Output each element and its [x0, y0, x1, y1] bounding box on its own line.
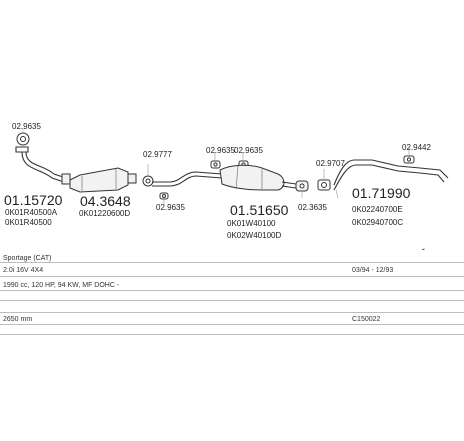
rubber-hanger-drawing	[210, 160, 221, 169]
part-number-p3: 04.3648	[80, 193, 131, 209]
table-rule	[0, 312, 464, 313]
gasket-part-drawing	[142, 175, 154, 187]
part-number-p1: 02.9635	[12, 122, 41, 131]
part-number-p5: 02.9635	[156, 203, 185, 212]
part-code-p12-b: 0K02940700C	[352, 218, 403, 227]
table-rule	[0, 290, 464, 291]
vehicle-years: 03/94 - 12/93	[352, 267, 394, 274]
part-number-p6: 02.9635	[206, 146, 235, 155]
part-number-p8: 01.51650	[230, 202, 289, 218]
vehicle-model: Sportage (CAT)	[3, 255, 52, 262]
tail-tip-detail-icon	[421, 248, 425, 250]
part-code-p8-a: 0K01W40100	[227, 219, 276, 228]
table-rule	[0, 324, 464, 325]
middle-silencer-drawing	[152, 164, 297, 191]
part-code-p2-b: 0K01R40500	[5, 218, 52, 227]
vehicle-engine: 2.0i 16V 4X4	[3, 267, 44, 274]
part-code-p12-a: 0K02240700E	[352, 205, 403, 214]
clamp-drawing	[295, 180, 309, 192]
vehicle-specs: 1990 cc, 120 HP, 94 KW, MF DOHC -	[3, 282, 120, 289]
part-number-p7: 02.9635	[234, 146, 263, 155]
gasket-part-drawing	[317, 179, 331, 191]
part-number-p12: 01.71990	[352, 185, 411, 201]
table-rule	[0, 276, 464, 277]
front-pipe-part-drawing	[15, 146, 71, 185]
part-code-p8-b: 0K02W40100D	[227, 231, 281, 240]
part-number-p10: 02.9707	[316, 159, 345, 168]
rear-pipe-drawing	[333, 159, 449, 199]
rubber-hanger-drawing	[159, 192, 169, 200]
table-rule	[0, 334, 464, 335]
vehicle-wheelbase: 2650 mm	[3, 316, 33, 323]
part-number-p2: 01.15720	[4, 192, 63, 208]
part-number-p4: 02.9777	[143, 150, 172, 159]
table-rule	[0, 262, 464, 263]
part-code-p3-a: 0K01220600D	[79, 209, 130, 218]
catalytic-converter-drawing	[69, 167, 137, 193]
exhaust-system-diagram: 02.9635 01.15720 0K01R40500A 0K01R40500 …	[4, 122, 449, 250]
part-code-p2-a: 0K01R40500A	[5, 208, 58, 217]
part-number-p11: 02.9442	[402, 143, 431, 152]
part-number-p9: 02.3635	[298, 203, 327, 212]
rubber-hanger-drawing	[403, 155, 415, 164]
vehicle-reference: C150022	[352, 316, 381, 323]
gasket-part-drawing	[16, 127, 30, 146]
table-rule	[0, 300, 464, 301]
